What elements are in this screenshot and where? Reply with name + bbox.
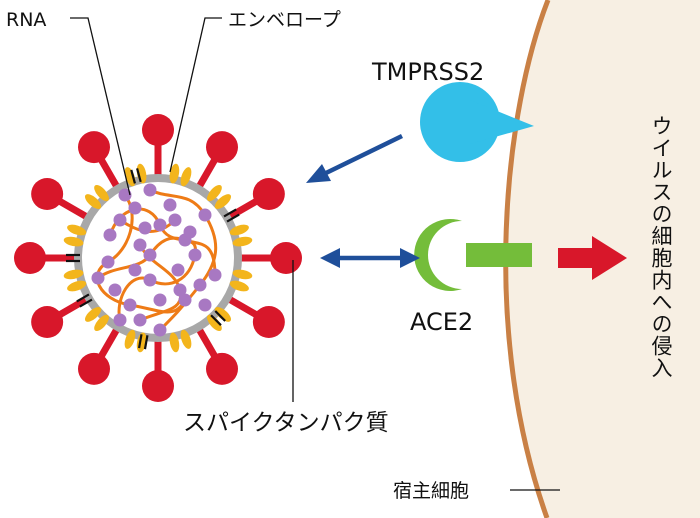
envelope-protein: [124, 329, 136, 349]
spike-protein: [14, 242, 78, 274]
rna-node: [91, 271, 105, 285]
envelope-protein: [229, 280, 249, 292]
rna-node: [143, 248, 157, 262]
envelope-protein: [67, 280, 87, 292]
envelope-protein: [84, 194, 102, 209]
envelope-protein: [94, 314, 109, 332]
envelope-protein: [229, 224, 249, 236]
ace2-label: ACE2: [410, 308, 473, 336]
spike-protein: [142, 338, 174, 402]
envelope-marker: [143, 335, 149, 350]
envelope-protein: [67, 224, 87, 236]
rna-node: [183, 225, 197, 239]
cleavage-arrow: [306, 133, 403, 183]
spike-protein: [78, 131, 122, 191]
tmprss2-protein: [420, 82, 534, 162]
rna-node: [168, 213, 182, 227]
binding-arrow: [320, 248, 420, 268]
rna-node: [198, 208, 212, 222]
envelope-marker: [136, 168, 142, 183]
rna-node: [178, 293, 192, 307]
envelope-protein: [214, 307, 232, 322]
rna-node: [143, 273, 157, 287]
envelope-protein: [94, 184, 109, 202]
spike-protein: [225, 178, 285, 222]
rna-node: [153, 293, 167, 307]
rna-node: [133, 313, 147, 327]
rna-leader-line: [70, 17, 131, 196]
spike-protein: [238, 242, 302, 274]
envelope-protein: [180, 167, 192, 187]
envelope-protein: [207, 184, 222, 202]
spike-protein: [31, 294, 91, 338]
entry-arrow: [558, 236, 627, 280]
spike-proteins: [14, 114, 302, 402]
rna-node: [118, 188, 132, 202]
rna-node: [138, 221, 152, 235]
tmprss2-label: TMPRSS2: [371, 58, 484, 86]
envelope-marker: [210, 314, 222, 326]
envelope-protein: [232, 236, 253, 247]
rna-node: [128, 263, 142, 277]
envelope-marker: [76, 293, 90, 303]
rna-node: [198, 298, 212, 312]
envelope-marker: [223, 208, 237, 218]
envelope-markers: [66, 168, 240, 350]
rna-node: [171, 263, 185, 277]
envelope-marker: [137, 334, 143, 349]
rna-node: [193, 278, 207, 292]
envelope-marker: [226, 213, 240, 223]
envelope-leader-line: [169, 17, 222, 173]
envelope-label: エンベロープ: [228, 9, 341, 31]
rna-node: [208, 268, 222, 282]
envelope-protein: [84, 307, 102, 322]
envelope-marker: [79, 298, 93, 308]
envelope-protein: [214, 194, 232, 209]
rna-node: [128, 201, 142, 215]
envelope-protein: [180, 329, 192, 349]
spike-protein: [142, 114, 174, 178]
envelope-protein: [169, 332, 180, 353]
rna-label: RNA: [6, 9, 46, 31]
rna-nodes: [91, 183, 222, 337]
spike-protein: [78, 325, 122, 385]
rna-node: [103, 228, 117, 242]
envelope-protein: [63, 269, 84, 280]
rna-node: [143, 183, 157, 197]
host-cell-membrane: [503, 0, 551, 518]
envelope-marker: [214, 310, 226, 322]
envelope-protein: [169, 163, 180, 184]
rna-node: [163, 198, 177, 212]
envelope-protein: [207, 314, 222, 332]
rna-node: [133, 238, 147, 252]
ace2-receptor: [414, 218, 532, 291]
virus-entry-label: ウイルスの細胞内への侵入: [649, 115, 673, 379]
spike-protein: [194, 131, 238, 191]
rna-node: [108, 283, 122, 297]
rna-node: [173, 283, 187, 297]
rna-node: [113, 213, 127, 227]
envelope-protein: [63, 236, 84, 247]
envelope-marker: [130, 169, 136, 184]
spike-protein: [31, 178, 91, 222]
spike-protein-label: スパイクタンパク質: [183, 410, 389, 436]
rna-node: [101, 255, 115, 269]
spike-protein: [225, 294, 285, 338]
rna-node: [113, 313, 127, 327]
spike-protein: [194, 325, 238, 385]
rna-node: [188, 248, 202, 262]
host-cell-label: 宿主細胞: [393, 480, 469, 502]
rna-node: [123, 298, 137, 312]
rna-node: [153, 218, 167, 232]
envelope-protein: [232, 269, 253, 280]
rna-node: [153, 323, 167, 337]
